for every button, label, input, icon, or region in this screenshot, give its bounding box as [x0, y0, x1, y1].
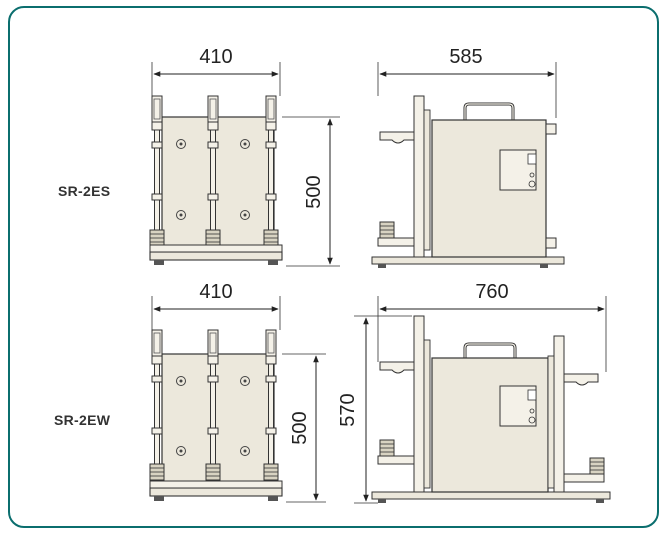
dim-top-front-width: 410: [199, 46, 232, 68]
side-view-top: [371, 95, 565, 268]
dim-top-side-width: 585: [449, 46, 482, 68]
dim-bottom-front-width: 410: [199, 281, 232, 303]
dim-bottom-side-height: 570: [337, 393, 359, 426]
model-label-sr-2es: SR-2ES: [58, 183, 111, 199]
dim-bottom-front-height: 500: [289, 411, 311, 444]
dim-top-front-height: 500: [303, 175, 325, 208]
front-view-top: [149, 95, 283, 265]
side-view-bottom: [371, 315, 611, 503]
dim-bottom-side-width: 760: [475, 281, 508, 303]
model-label-sr-2ew: SR-2EW: [54, 412, 111, 428]
front-view-bottom: [149, 329, 283, 501]
